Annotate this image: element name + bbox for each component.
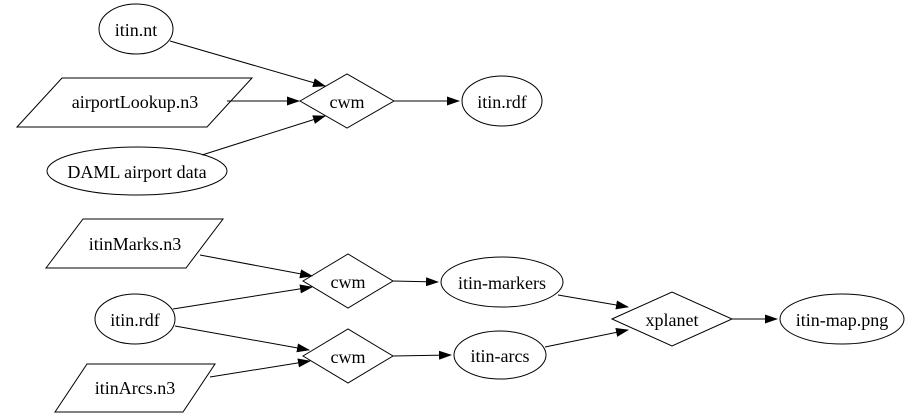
- ellipse-shape: [461, 75, 543, 127]
- node-cwm-markers: cwm: [302, 253, 394, 309]
- node-label: DAML airport data: [67, 162, 206, 182]
- edge-itin-rdf-to-cwm-arcs: [174, 325, 310, 353]
- node-label: cwm: [331, 347, 366, 367]
- node-itinmarks-n3: itinMarks.n3: [44, 218, 225, 269]
- node-itin-map-png: itin-map.png: [779, 293, 905, 345]
- edge-itin-rdf-to-cwm-markers: [172, 284, 313, 310]
- node-itin-arcs: itin-arcs: [453, 330, 547, 380]
- ellipse-shape: [46, 146, 228, 196]
- node-itin-rdf-bottom: itin.rdf: [94, 293, 176, 345]
- ellipse-shape: [98, 3, 174, 55]
- node-label: cwm: [330, 92, 365, 112]
- edge-itinmarks-to-cwm-markers: [199, 254, 313, 279]
- ellipse-shape: [440, 256, 564, 308]
- node-itin-nt: itin.nt: [98, 3, 174, 55]
- node-label: itin.nt: [115, 20, 158, 40]
- edge-daml-airport-data-to-cwm-top: [201, 115, 326, 156]
- ellipse-shape: [453, 330, 547, 380]
- diamond-shape: [302, 328, 394, 384]
- node-label: airportLookup.n3: [72, 92, 198, 112]
- edge-cwm-markers-to-itin-markers: [392, 277, 439, 287]
- node-xplanet: xplanet: [610, 291, 734, 347]
- edge-itin-markers-to-xplanet: [557, 294, 629, 310]
- edge-itin-arcs-to-xplanet: [544, 327, 629, 348]
- node-label: itin-markers: [458, 273, 546, 293]
- ellipse-shape: [779, 293, 905, 345]
- node-itinarcs-n3: itinArcs.n3: [54, 363, 216, 413]
- node-layer: itin.nt airportLookup.n3 DAML airport da…: [15, 3, 905, 413]
- node-label: cwm: [331, 272, 366, 292]
- node-label: xplanet: [646, 310, 699, 330]
- node-itin-rdf-top: itin.rdf: [461, 75, 543, 127]
- node-label: itinArcs.n3: [95, 378, 176, 398]
- node-label: itin-arcs: [471, 346, 530, 366]
- edge-layer: [169, 40, 778, 378]
- node-itin-markers: itin-markers: [440, 256, 564, 308]
- diamond-shape: [298, 73, 396, 129]
- node-label: itin.rdf: [110, 310, 160, 330]
- ellipse-shape: [94, 293, 176, 345]
- node-label: itin.rdf: [477, 92, 527, 112]
- diamond-shape: [610, 291, 734, 347]
- edge-itin-nt-to-cwm-top: [169, 40, 326, 87]
- parallelogram-shape: [54, 363, 216, 413]
- node-cwm-arcs: cwm: [302, 328, 394, 384]
- node-label: itin-map.png: [796, 310, 889, 330]
- parallelogram-shape: [44, 218, 225, 269]
- node-airportlookup-n3: airportLookup.n3: [15, 77, 254, 128]
- node-daml-airport-data: DAML airport data: [46, 146, 228, 196]
- node-cwm-top: cwm: [298, 73, 396, 129]
- parallelogram-shape: [15, 77, 254, 128]
- node-label: itinMarks.n3: [89, 234, 182, 254]
- edge-cwm-arcs-to-itin-arcs: [392, 350, 452, 360]
- diamond-shape: [302, 253, 394, 309]
- edge-itinarcs-to-cwm-arcs: [209, 358, 311, 378]
